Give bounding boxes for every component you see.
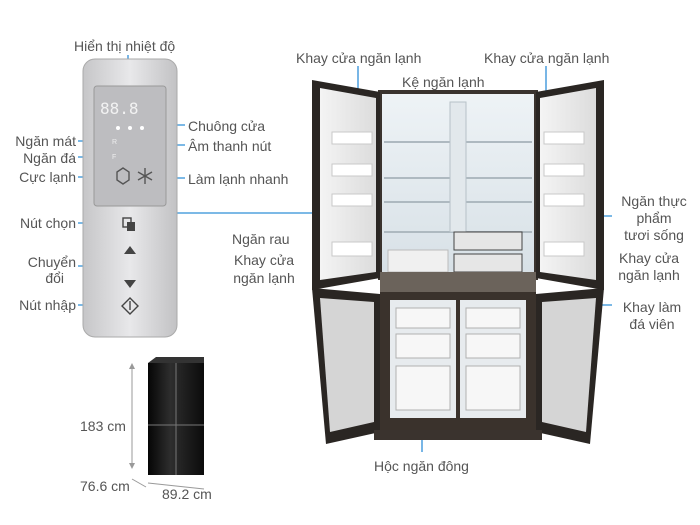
control-panel: 88.8 R F [82, 58, 178, 338]
svg-text:R: R [112, 139, 117, 146]
label-ice-tray-2: đá viên [629, 316, 675, 332]
snowflake-icon[interactable] [137, 168, 153, 184]
label-door-tray-lower-right-1: Khay cửa [619, 250, 679, 266]
label-shelf: Kệ ngăn lạnh [402, 74, 485, 90]
label-fresh-food-2: phẩm [636, 210, 672, 226]
label-fresh-food-1: Ngăn thực [621, 193, 687, 209]
svg-text:F: F [112, 154, 116, 161]
select-icon[interactable] [122, 217, 135, 231]
label-vegetable: Ngăn rau [232, 231, 290, 247]
label-freezer-mode: Ngăn đá [23, 150, 76, 166]
label-fresh-food-3: tươi sống [624, 227, 684, 243]
label-button-sound: Âm thanh nút [188, 138, 272, 154]
label-ice-tray-1: Khay làm [622, 299, 682, 315]
fridge-thumbnail [129, 357, 205, 490]
label-quick-cool: Làm lạnh nhanh [188, 171, 289, 187]
label-door-tray-left: Khay cửa ngăn lạnh [296, 50, 422, 66]
label-switch-1: Chuyển [27, 254, 76, 270]
label-chime: Chuông cửa [188, 118, 266, 134]
label-enter-button: Nút nhập [19, 297, 76, 313]
label-freezer-drawer: Hộc ngăn đông [374, 458, 469, 474]
label-select-button: Nút chọn [19, 215, 76, 231]
label-door-tray-lower-right-2: ngăn lạnh [618, 267, 680, 283]
down-arrow-icon[interactable] [124, 280, 136, 288]
fridge-open-view [312, 80, 604, 444]
label-door-tray-lower-left-1: Khay cửa [234, 252, 294, 268]
enter-icon[interactable] [121, 297, 139, 315]
dimension-height: 183 cm [80, 418, 126, 434]
svg-text:88.8: 88.8 [100, 99, 139, 118]
dimension-width: 89.2 cm [162, 486, 212, 502]
label-door-tray-lower-left-2: ngăn lạnh [233, 270, 295, 286]
label-fridge-mode: Ngăn mát [15, 133, 76, 149]
label-switch-2: đổi [45, 270, 64, 286]
up-arrow-icon[interactable] [124, 246, 136, 254]
label-temp-display: Hiển thị nhiệt độ [74, 38, 176, 54]
label-door-tray-right: Khay cửa ngăn lạnh [484, 50, 610, 66]
hexagon-icon[interactable] [116, 167, 130, 185]
label-super-cool: Cực lạnh [19, 169, 76, 185]
dimension-depth: 76.6 cm [80, 478, 130, 494]
